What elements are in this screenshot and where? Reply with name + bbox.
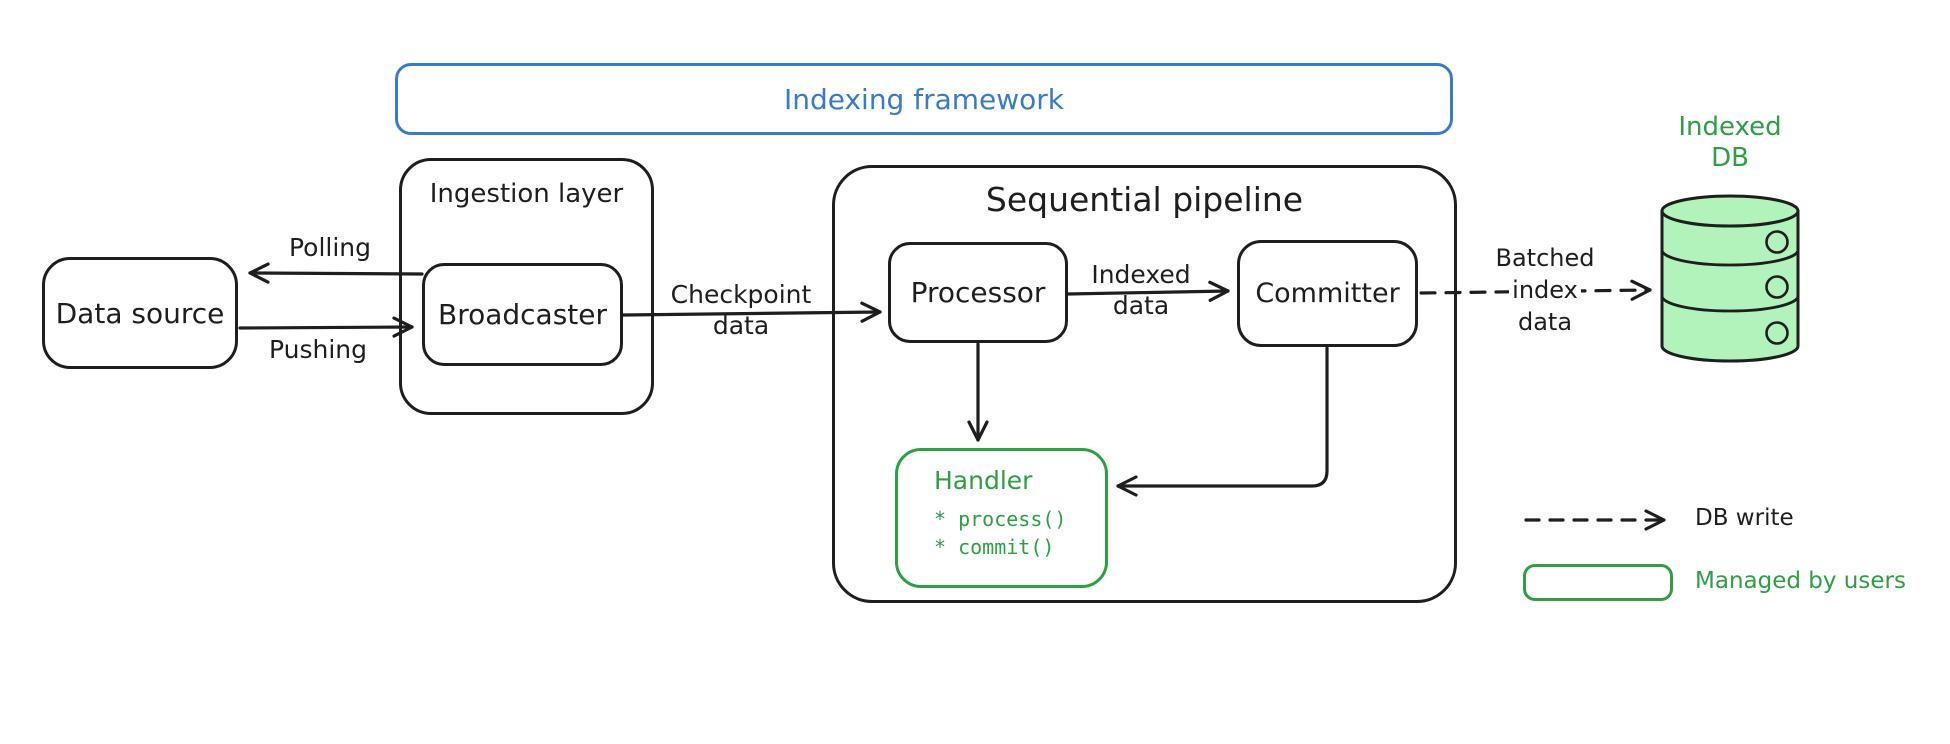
pushing-label: Pushing — [268, 335, 367, 364]
sequential-pipeline-node: Sequential pipeline — [832, 165, 1457, 603]
handler-method: * commit() — [934, 535, 1055, 559]
database-icon — [1660, 194, 1800, 363]
sequential-pipeline-label: Sequential pipeline — [985, 180, 1304, 219]
checkpoint-data-label: Checkpoint data — [670, 280, 812, 340]
committer-to-handler-arrow — [1116, 346, 1329, 497]
indexed-data-arrow — [1066, 280, 1230, 302]
data-source-label: Data source — [55, 296, 225, 330]
pushing-arrow — [238, 316, 414, 338]
handler-title: Handler — [934, 466, 1033, 495]
processor-label: Processor — [910, 276, 1046, 309]
batched-index-data-label: Batched index data — [1495, 244, 1595, 336]
handler-node: Handler * process() * commit() — [895, 448, 1108, 588]
legend-managed-label: Managed by users — [1695, 568, 1906, 594]
indexed-data-label: Indexed data — [1091, 260, 1191, 320]
broadcaster-label: Broadcaster — [437, 298, 608, 331]
legend-managed-box — [1523, 564, 1673, 601]
processor-node: Processor — [888, 242, 1068, 343]
indexed-db-label: Indexed DB — [1678, 112, 1782, 173]
frame-title: Indexing framework — [783, 82, 1065, 116]
broadcaster-node: Broadcaster — [422, 263, 623, 366]
ingestion-layer-label: Ingestion layer — [429, 179, 624, 209]
checkpoint-arrow — [621, 301, 882, 323]
indexing-framework-frame: Indexing framework — [395, 63, 1453, 135]
ingestion-layer-node: Ingestion layer — [399, 158, 654, 415]
committer-node: Committer — [1237, 240, 1418, 347]
committer-label: Committer — [1255, 278, 1400, 309]
legend-db-write-label: DB write — [1695, 505, 1794, 531]
polling-arrow — [248, 262, 424, 284]
polling-label: Polling — [288, 233, 372, 262]
data-source-node: Data source — [42, 257, 238, 369]
handler-method: * process() — [934, 507, 1067, 531]
